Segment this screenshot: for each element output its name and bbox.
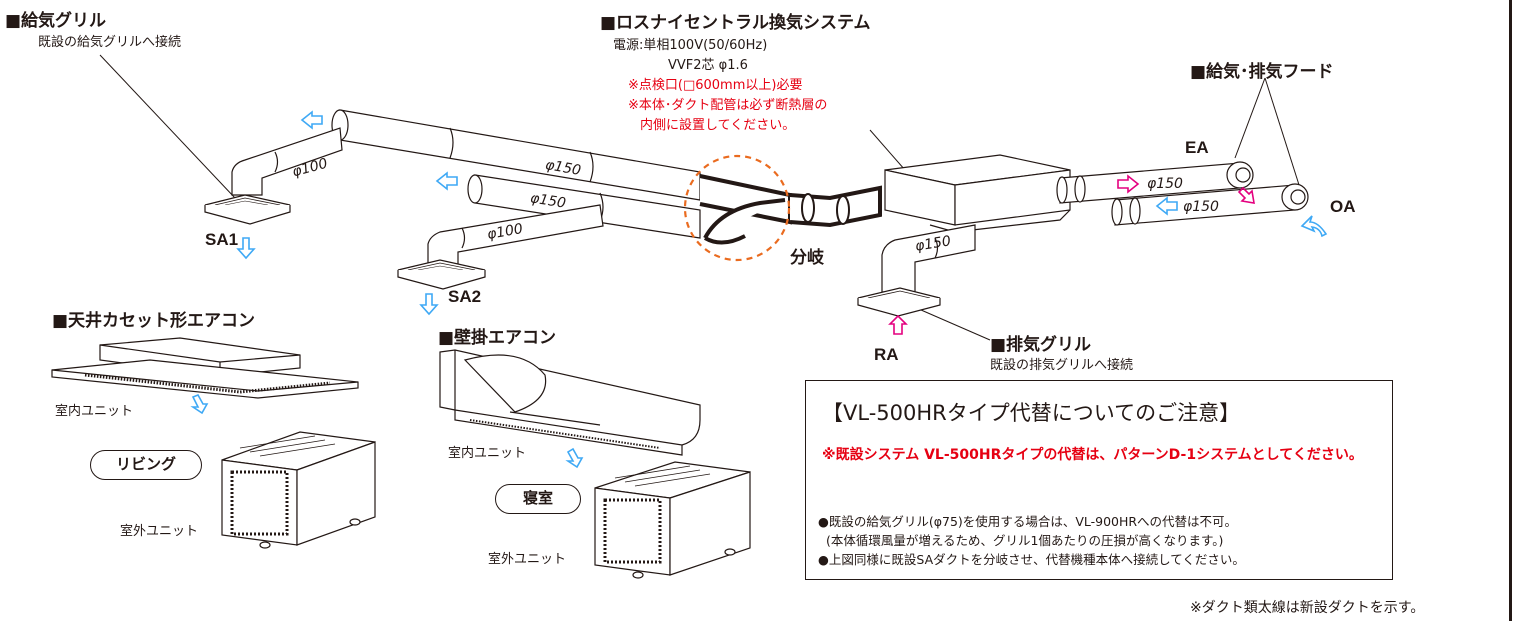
ceiling-cassette-ac [51, 337, 359, 399]
duct-sa2-main [467, 174, 701, 239]
arrow-ceiling-ac [190, 393, 209, 415]
arrow-wall-ac [565, 447, 584, 469]
exhaust-arrows [888, 174, 1255, 335]
sa2-grille [397, 259, 486, 290]
duct-ra [881, 224, 976, 293]
ceiling-ac-title: ■天井カセット形エアコン [52, 311, 256, 331]
lossnay-title: ■ロスナイセントラル換気システム [600, 13, 871, 33]
lossnay-cable: VVF2芯 φ1.6 [668, 58, 748, 73]
branch-highlight-circle [683, 154, 791, 262]
notice-bullet-2: ●上図同様に既設SAダクトを分岐させ、代替機種本体へ接続してください。 [818, 552, 1245, 567]
label-sa1: SA1 [205, 230, 239, 249]
outdoor-unit-living [221, 431, 376, 549]
label-ea: EA [1185, 138, 1209, 157]
ea-duct [1056, 161, 1254, 204]
lossnay-inspection: ※点検口(□600mm以上)必要 [628, 78, 803, 93]
footer-note: ※ダクト類太線は新設ダクトを示す。 [1190, 600, 1425, 616]
duct-sa2-elbow [427, 204, 604, 266]
notice-bullet-1: ●既設の給気グリル(φ75)を使用する場合は、VL-900HRへの代替は不可。 [818, 514, 1238, 529]
supply-grille-title: ■給気グリル [5, 11, 107, 31]
notice-warning: ※既設システム VL-500HRタイプの代替は、パターンD-1システムとしてくだ… [822, 447, 1363, 463]
exhaust-grille-title: ■排気グリル [990, 335, 1092, 355]
arrow-sa2 [419, 293, 439, 316]
branch-new-duct [699, 174, 882, 245]
page-edge [1509, 0, 1512, 621]
diameter-oa: φ150 [1183, 199, 1219, 215]
notice-bullet-1-sub: (本体循環風量が増えるため、グリル1個あたりの圧損が高くなります。) [826, 533, 1224, 548]
room-bedroom: 寝室 [495, 484, 581, 514]
oa-duct [1111, 183, 1309, 226]
label-oa: OA [1330, 197, 1356, 216]
arrow-oa-in [1155, 196, 1178, 216]
duct-sa1-elbow [231, 127, 343, 196]
lossnay-install-1: ※本体･ダクト配管は必ず断熱層の [628, 98, 828, 113]
wall-ac-indoor: 室内ユニット [448, 446, 527, 461]
supply-grille-note: 既設の給気グリルへ接続 [38, 35, 182, 50]
ceiling-ac-outdoor: 室外ユニット [120, 524, 199, 539]
arrow-oa-outside [1300, 215, 1328, 238]
arrow-ea-out [1117, 174, 1140, 194]
notice-title: 【VL-500HRタイプ代替についてのご注意】 [822, 401, 1241, 425]
lossnay-power: 電源:単相100V(50/60Hz) [613, 38, 768, 53]
room-living: リビング [90, 450, 202, 480]
lossnay-unit [884, 154, 1071, 233]
ra-grille [857, 287, 941, 317]
hood-title: ■給気･排気フード [1190, 62, 1334, 82]
outdoor-unit-bedroom [594, 461, 751, 579]
lossnay-install-2: 内側に設置してください。 [640, 118, 796, 133]
arrow-sa-out-1 [300, 110, 323, 130]
label-ra: RA [874, 345, 899, 364]
label-branch: 分岐 [790, 248, 824, 268]
arrow-sa1 [236, 237, 256, 260]
wall-ac-title: ■壁掛エアコン [438, 328, 557, 348]
notice-box: 【VL-500HRタイプ代替についてのご注意】 ※既設システム VL-500HR… [805, 380, 1393, 580]
wall-ac [439, 349, 701, 456]
diameter-ea: φ150 [1147, 176, 1183, 192]
exhaust-grille-note: 既設の排気グリルへ接続 [990, 358, 1134, 373]
arrow-ea-outside [1237, 186, 1255, 204]
arrow-sa-out-2 [435, 171, 458, 191]
arrow-ra [888, 314, 908, 335]
label-sa2: SA2 [448, 287, 482, 306]
wall-ac-outdoor: 室外ユニット [488, 552, 567, 567]
supply-arrows [190, 110, 1328, 469]
ceiling-ac-indoor: 室内ユニット [55, 404, 134, 419]
sa1-grille [204, 194, 291, 225]
